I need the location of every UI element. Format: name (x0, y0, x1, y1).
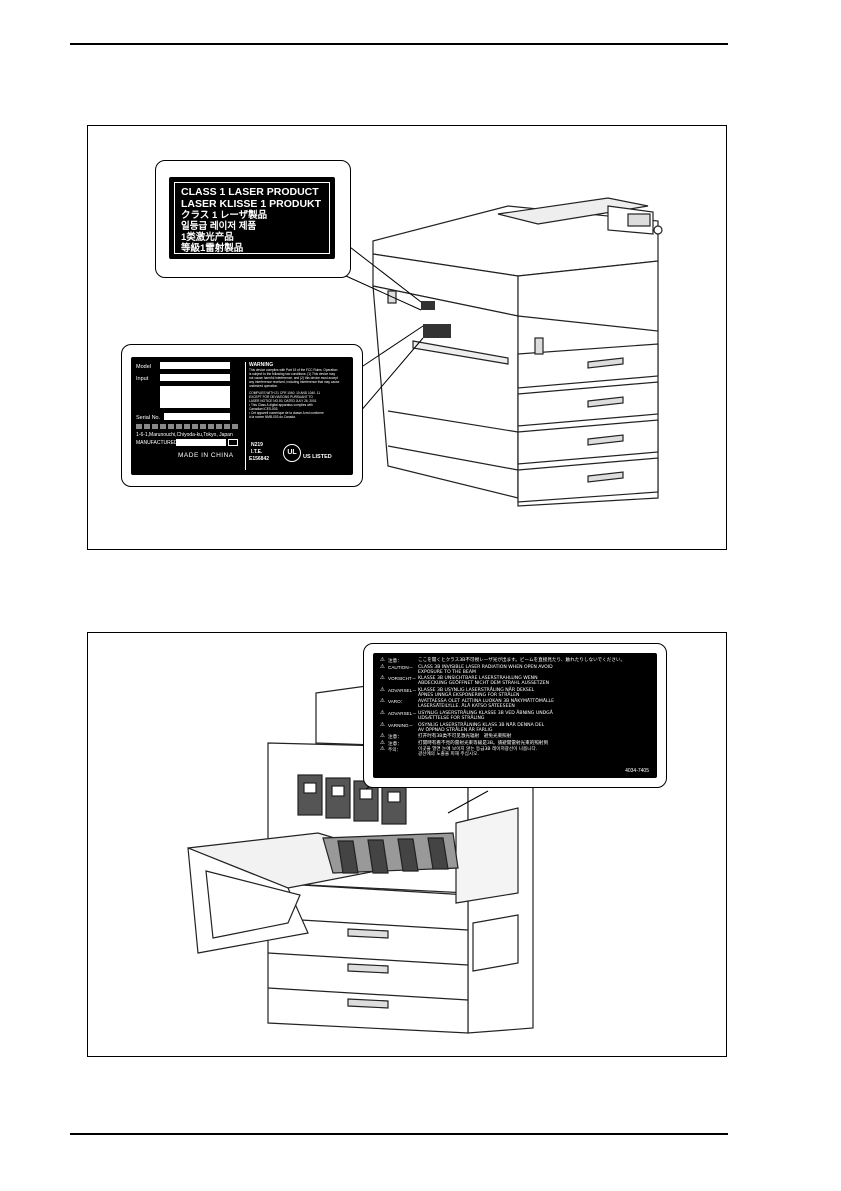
caution-label: ⚠注意：ここを開くとクラス3B不可視レーザ光が出ます。ビームを直接見たり、触れた… (373, 653, 657, 778)
caution-row-text: OSYNLIG LASERSTRÅLNING KLASS 3B NÄR DENN… (418, 722, 545, 728)
laser-class-line: CLASS 1 LASER PRODUCT (181, 186, 319, 198)
caution-row-text: LASERSÄTEILYLLE. ÄLÄ KATSO SÄTEESEEN (418, 704, 515, 710)
caution-row-key: CAUTION－ (388, 664, 414, 670)
figure-bottom: ⚠注意：ここを開くとクラス3B不可視レーザ光が出ます。ビームを直接見たり、触れた… (87, 632, 727, 1057)
made-in-text: MADE IN CHINA (178, 452, 234, 459)
caution-row: ⚠注意： 打開時有看不見的雷射光束等級是3B。請避開雷射光束的照射到 (380, 739, 652, 746)
caution-row: ⚠VORSICHT－KLASSE 3B UNSICHTBARE LASERSTR… (380, 675, 652, 687)
caution-row-text: ABDECKUNG GEÖFFNET NICHT DEM STRAHL AUSS… (418, 681, 550, 687)
caution-row-key: 注意： (388, 658, 402, 663)
warning-line: This device complies with Part 15 of the… (249, 368, 338, 372)
address-text: 1-6-1,Marunouchi,Chiyoda-ku,Tokyo, Japan (136, 432, 233, 438)
caution-row-key: 주의： (388, 747, 402, 753)
header-rule (70, 43, 728, 45)
canada-line: Canadian ICES-003. (249, 407, 279, 411)
caution-row-key: VORSICHT－ (388, 676, 417, 682)
caution-row-key: ADVARSEL－ (388, 710, 417, 716)
warning-triangle-icon: ⚠ (380, 709, 385, 716)
caution-row-text: 이곳을 열면 눈에 보이지 않는 등급3B 레이저광선이 나옵니다. (418, 747, 538, 753)
caution-row: ⚠ADVARSEL－USYNLIG LASERSTRÅLING KLASSE 3… (380, 709, 652, 721)
ul-listed-text: US LISTED (303, 454, 332, 460)
ce-mark-box (228, 439, 238, 446)
caution-row: ⚠VARO： AVATTAESSA OLET ALTTIINA LUOKAN 3B… (380, 698, 652, 710)
caution-row-text: KLASSE 3B UNSICHTBARE LASERSTRAHLUNG WEN… (418, 676, 538, 682)
cert-num: E156842 (249, 456, 270, 462)
laser-class-line: 일등급 레이저 제품 (181, 221, 257, 232)
rating-label: Model Input Serial No. 1-6-1,Marunouchi,… (131, 357, 353, 475)
warning-triangle-icon: ⚠ (380, 657, 385, 663)
canada-line: à la norme NMB-003 du Canada. (249, 415, 296, 419)
manufactured-label: MANUFACTURED: (136, 440, 180, 446)
input-field-box-2 (160, 386, 230, 408)
laser-class-label: CLASS 1 LASER PRODUCT LASER KLISSE 1 PRO… (169, 177, 335, 259)
rating-label-callout: Model Input Serial No. 1-6-1,Marunouchi,… (121, 344, 363, 487)
caution-row: ⚠VARNING－ OSYNLIG LASERSTRÅLNING KLASS 3B… (380, 721, 652, 733)
model-field-box (160, 362, 230, 369)
caution-row: ⚠ADVARSEL－KLASSE 3B USYNLIG LASERSTRÅLIN… (380, 686, 652, 698)
warning-triangle-icon: ⚠ (380, 698, 385, 705)
footer-rule (70, 1133, 728, 1135)
caution-row-text: UDSÆTTELSE FOR STRÅLING (418, 715, 485, 721)
cert-sub: I.T.E. (251, 449, 263, 455)
caution-row-text: AV ÖPPNAD STRÅLEN ÄR FARLIG (418, 727, 493, 733)
warning-triangle-icon: ⚠ (380, 663, 385, 670)
warning-triangle-icon: ⚠ (380, 686, 385, 693)
canada-line: • Cet appareil numérique de la classe A … (249, 411, 324, 415)
caution-row-text: 打开时有3B类不可见激光辐射 避免光束照射 (418, 734, 512, 740)
caution-row-key: 注意： (388, 740, 402, 746)
laser-class-line: LASER KLISSE 1 PRODUKT (181, 198, 322, 210)
caution-row-key: VARO： (388, 699, 406, 705)
caution-row: ⚠注意： ここを開くとクラス3B不可視レーザ光が出ます。ビームを直接見たり、触れた… (380, 657, 652, 663)
complies-line: EXCEPT FOR DEVIATIONS PURSUANT TO (249, 395, 313, 399)
warning-triangle-icon: ⚠ (380, 675, 385, 682)
input-field-label: Input (136, 376, 149, 382)
warning-triangle-icon: ⚠ (380, 746, 385, 753)
warning-title: WARNING (249, 362, 274, 368)
caution-row-key: 注意： (388, 734, 402, 740)
warning-line: not cause harmful interference, and (2) … (249, 376, 338, 380)
warning-line: is subject to the following two conditio… (249, 372, 336, 376)
warning-triangle-icon: ⚠ (380, 733, 385, 740)
canada-line: • This Class A digital apparatus complie… (249, 403, 313, 407)
serial-field-label: Serial No. (136, 415, 161, 421)
caution-row-text: USYNLIG LASERSTRÅLING KLASSE 3B VED ÅBNI… (418, 710, 553, 716)
warning-line: undesired operation. (249, 384, 279, 388)
input-field-box (160, 374, 230, 381)
laser-class-line: 1类激光产品 (181, 232, 234, 243)
warning-triangle-icon: ⚠ (380, 739, 385, 746)
caution-code: 4034-7405 (625, 768, 649, 774)
caution-row: ⚠注意： 打开时有3B类不可见激光辐射 避免光束照射 (380, 733, 652, 740)
ul-mark-icon: UL (283, 444, 301, 462)
caution-label-callout: ⚠注意：ここを開くとクラス3B不可視レーザ光が出ます。ビームを直接見たり、触れた… (363, 643, 667, 788)
printer-illustration-top (345, 197, 663, 507)
complies-line: LASER NOTICE NO.50, DATED JULY 26, 2001 (249, 399, 317, 403)
label-marker-large (423, 324, 451, 338)
caution-row-key: ADVARSEL－ (388, 687, 417, 693)
caution-row-text: EXPOSURE TO THE BEAM (418, 669, 476, 675)
caution-row-text: CLASS 3B INVISIBLE LASER RADIATION WHEN … (418, 664, 553, 670)
caution-row: ⚠주의： 이곳을 열면 눈에 보이지 않는 등급3B 레이저광선이 나옵니다.광선… (380, 746, 652, 758)
label-marker-small (421, 301, 435, 310)
caution-row: ⚠CAUTION－ CLASS 3B INVISIBLE LASER RADIAT… (380, 663, 652, 675)
caution-row-text: ここを開くとクラス3B不可視レーザ光が出ます。ビームを直接見たり、触れたりしない… (418, 658, 626, 663)
caution-row-text: AVATTAESSA OLET ALTTIINA LUOKAN 3B NÄKYM… (418, 699, 554, 705)
barcode-strip (136, 424, 238, 429)
caution-row-text: ÅPNES UNNGÅ EKSPONERING FOR STRÅLEN (418, 692, 520, 698)
label-divider (245, 362, 246, 470)
complies-line: COMPLIES WITH 21 CFR 1040. 10 AND 1040. … (249, 391, 321, 395)
model-field-label: Model (136, 364, 151, 370)
warning-triangle-icon: ⚠ (380, 721, 385, 728)
caution-row-key: VARNING－ (388, 722, 414, 728)
figure-top: CLASS 1 LASER PRODUCT LASER KLISSE 1 PRO… (87, 125, 727, 550)
laser-class-line: 等級1雷射製品 (181, 243, 244, 254)
caution-row-text: 打開時有看不見的雷射光束等級是3B。請避開雷射光束的照射到 (418, 740, 549, 746)
laser-class-callout: CLASS 1 LASER PRODUCT LASER KLISSE 1 PRO… (155, 160, 351, 278)
caution-row-text: 광선에의 노출을 피해 주십시오. (418, 752, 479, 758)
cert-code: N219 (251, 442, 263, 448)
warning-line: any interference received, including int… (249, 380, 340, 384)
serial-field-box (164, 413, 230, 420)
laser-class-line: クラス 1 レーザ製品 (181, 210, 268, 221)
manufactured-box (176, 439, 226, 446)
caution-row-text: KLASSE 3B USYNLIG LASERSTRÅLING NÅR DEKS… (418, 687, 535, 693)
